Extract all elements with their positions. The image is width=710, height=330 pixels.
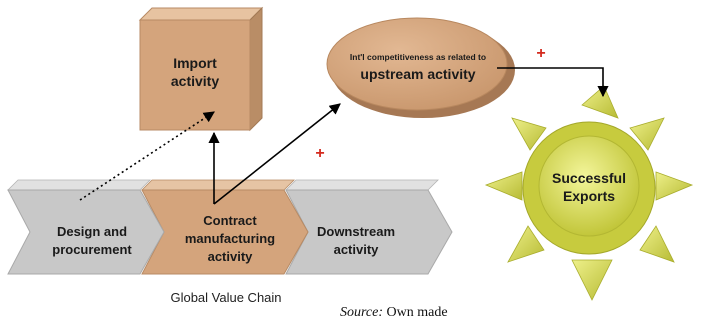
- import-label-line2: activity: [171, 73, 219, 89]
- upstream-label-line1: Int'l competitiveness as related to: [350, 52, 486, 62]
- exports-label-line2: Exports: [563, 188, 615, 204]
- import-activity-box: Import activity: [138, 6, 264, 132]
- import-label-line1: Import: [173, 55, 217, 71]
- upstream-label-line2: upstream activity: [360, 66, 475, 82]
- arrow-upstream-to-exports: [497, 67, 609, 98]
- sun-ray: [571, 259, 613, 301]
- contract-label-line3: activity: [208, 249, 254, 264]
- sun-ray: [655, 171, 694, 201]
- successful-exports-sun: Successful Exports: [484, 85, 694, 301]
- upstream-competitiveness-ellipse: Int'l competitiveness as related to upst…: [326, 17, 515, 118]
- sun-ray: [581, 85, 619, 119]
- contract-label-line2: manufacturing: [185, 231, 275, 246]
- plus-sign-upstream-exports: +: [536, 45, 545, 62]
- sun-ray: [507, 225, 545, 263]
- contract-label-line1: Contract: [203, 213, 257, 228]
- value-chain: Downstream activity Contract manufacturi…: [7, 179, 453, 275]
- arrow-contract-to-upstream: [213, 103, 341, 205]
- downstream-label-line2: activity: [334, 242, 380, 257]
- source-text: Own made: [386, 305, 448, 320]
- sun-ray: [629, 117, 665, 151]
- source-label: Source:: [340, 305, 384, 320]
- source-note: Source: Own made: [340, 305, 448, 321]
- sun-ray: [511, 117, 547, 151]
- design-label-line1: Design and: [57, 224, 127, 239]
- sun-ray: [484, 171, 523, 201]
- value-chain-caption: Global Value Chain: [170, 290, 281, 305]
- dotted-arrow-to-import: [79, 111, 215, 201]
- downstream-label-line1: Downstream: [317, 224, 395, 239]
- chain-step-contract-manufacturing: Contract manufacturing activity: [141, 179, 309, 275]
- sun-ray: [639, 225, 675, 263]
- plus-sign-contract-upstream: +: [315, 145, 324, 162]
- exports-label-line1: Successful: [552, 170, 626, 186]
- chain-step-design-procurement: Design and procurement: [7, 179, 165, 275]
- design-label-line2: procurement: [52, 242, 132, 257]
- chain-step-downstream: Downstream activity: [285, 179, 453, 275]
